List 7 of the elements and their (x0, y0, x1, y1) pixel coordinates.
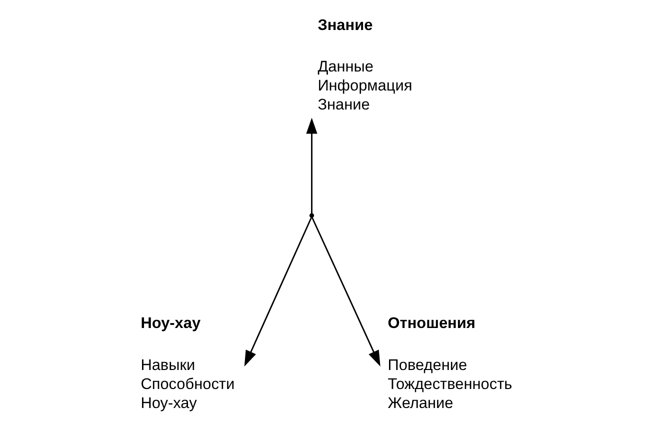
arrow (311, 217, 380, 366)
node-point (308, 213, 314, 218)
node-text: Отношения Поведение Тождественность Желание (387, 315, 512, 412)
arrow (306, 118, 317, 214)
node-text: Знание Данные Информация Знание (317, 17, 412, 114)
node-text: Ноу-хау Навыки Способности Ноу-хау (140, 315, 234, 412)
arrow (244, 217, 312, 366)
